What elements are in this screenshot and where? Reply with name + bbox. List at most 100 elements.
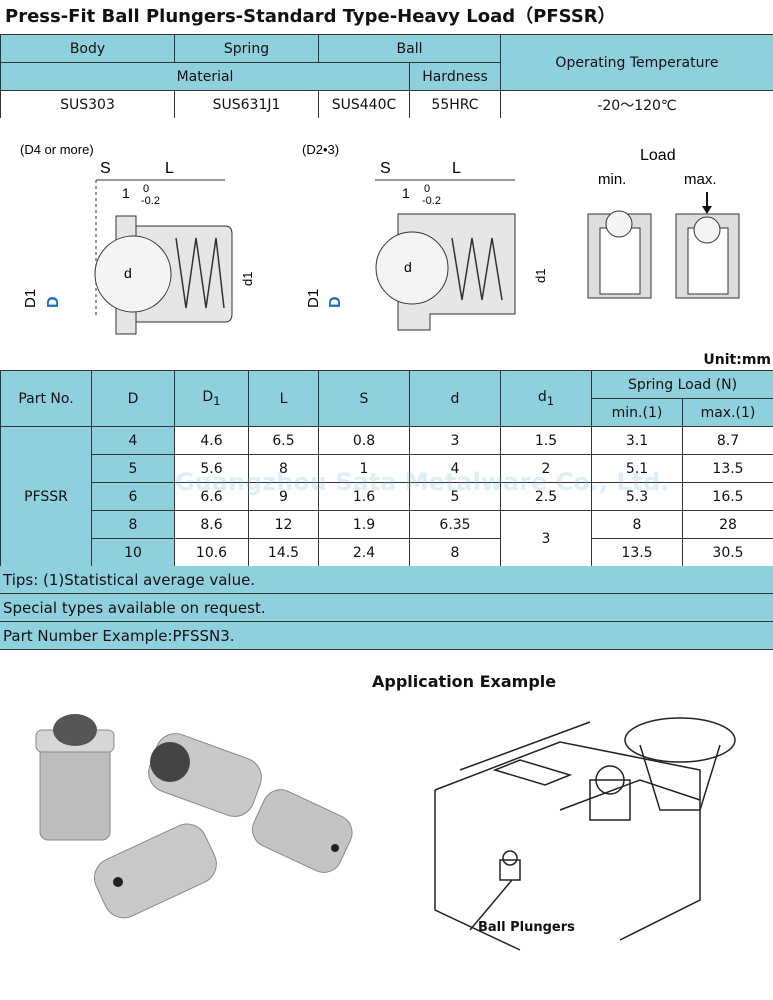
header-hardness: Hardness bbox=[410, 63, 501, 91]
label-S-left: S bbox=[100, 160, 111, 177]
technical-drawing: (D4 or more) S L 1 0 -0.2 d d1 D1 D (D2•… bbox=[0, 118, 773, 370]
cell-d1: 2.5 bbox=[501, 483, 592, 511]
tip-statistical: Tips: (1)Statistical average value. bbox=[0, 566, 773, 594]
label-min: min. bbox=[598, 171, 626, 188]
left-note: (D4 or more) bbox=[20, 142, 94, 157]
cell-D1: 10.6 bbox=[175, 539, 249, 567]
label-max: max. bbox=[684, 171, 717, 188]
dimension-table: Part No. D D1 L S d d1 Spring Load (N) m… bbox=[0, 370, 773, 567]
header-temperature: Operating Temperature bbox=[501, 35, 773, 91]
drawing-svg: (D4 or more) S L 1 0 -0.2 d d1 D1 D (D2•… bbox=[0, 118, 773, 370]
cell-d: 5 bbox=[410, 483, 501, 511]
header-L: L bbox=[249, 371, 319, 427]
label-one-right: 1 bbox=[402, 185, 410, 201]
value-body: SUS303 bbox=[1, 91, 175, 119]
plunger-image-3 bbox=[247, 784, 358, 879]
cell-D: 8 bbox=[92, 511, 175, 539]
label-L-right: L bbox=[452, 160, 461, 177]
application-title: Application Example bbox=[372, 672, 556, 691]
value-spring: SUS631J1 bbox=[175, 91, 319, 119]
cell-max: 8.7 bbox=[683, 427, 773, 455]
label-d1-right: d1 bbox=[533, 269, 548, 283]
cell-d: 4 bbox=[410, 455, 501, 483]
cell-D1: 8.6 bbox=[175, 511, 249, 539]
tol-zero-left: 0 bbox=[143, 183, 149, 195]
label-d-right: d bbox=[404, 259, 412, 275]
cell-S: 1.6 bbox=[319, 483, 410, 511]
cell-D: 6 bbox=[92, 483, 175, 511]
cell-D1: 5.6 bbox=[175, 455, 249, 483]
label-D1-right: D1 bbox=[305, 289, 322, 308]
header-d: d bbox=[410, 371, 501, 427]
cell-D: 4 bbox=[92, 427, 175, 455]
label-L-left: L bbox=[165, 160, 174, 177]
label-d-left: d bbox=[124, 265, 132, 281]
label-S-right: S bbox=[380, 160, 391, 177]
header-d1: d1 bbox=[501, 371, 592, 427]
tol-zero-right: 0 bbox=[424, 183, 430, 195]
cell-L: 14.5 bbox=[249, 539, 319, 567]
tol-neg-right: -0.2 bbox=[422, 195, 441, 207]
cell-min: 8 bbox=[592, 511, 683, 539]
cell-max: 16.5 bbox=[683, 483, 773, 511]
value-temperature: -20～120℃ bbox=[501, 91, 773, 119]
header-spring-load: Spring Load (N) bbox=[592, 371, 773, 399]
cell-d1: 2 bbox=[501, 455, 592, 483]
label-load: Load bbox=[640, 147, 676, 164]
cell-max: 13.5 bbox=[683, 455, 773, 483]
cell-min: 3.1 bbox=[592, 427, 683, 455]
tip-part-number-example: Part Number Example:PFSSN3. bbox=[0, 622, 773, 650]
cell-d1: 1.5 bbox=[501, 427, 592, 455]
plunger-image-2 bbox=[143, 728, 267, 822]
application-drawing bbox=[435, 718, 735, 950]
value-hardness: 55HRC bbox=[410, 91, 501, 119]
cell-D: 10 bbox=[92, 539, 175, 567]
header-body: Body bbox=[1, 35, 175, 63]
cell-D1: 6.6 bbox=[175, 483, 249, 511]
header-max: max.(1) bbox=[683, 399, 773, 427]
label-one-left: 1 bbox=[122, 185, 130, 201]
header-min: min.(1) bbox=[592, 399, 683, 427]
tol-neg-left: -0.2 bbox=[141, 195, 160, 207]
label-D-left: D bbox=[45, 296, 62, 308]
header-spring: Spring bbox=[175, 35, 319, 63]
page-title: Press-Fit Ball Plungers-Standard Type-He… bbox=[0, 0, 773, 34]
cell-d: 3 bbox=[410, 427, 501, 455]
cell-L: 9 bbox=[249, 483, 319, 511]
cell-L: 6.5 bbox=[249, 427, 319, 455]
unit-label: Unit:mm bbox=[703, 352, 771, 368]
cell-max: 28 bbox=[683, 511, 773, 539]
cell-D: 5 bbox=[92, 455, 175, 483]
cell-L: 12 bbox=[249, 511, 319, 539]
cell-min: 5.1 bbox=[592, 455, 683, 483]
label-d1-left: d1 bbox=[240, 272, 255, 286]
label-D1-left: D1 bbox=[22, 289, 39, 308]
header-material: Material bbox=[1, 63, 410, 91]
header-part-no: Part No. bbox=[1, 371, 92, 427]
value-ball: SUS440C bbox=[319, 91, 410, 119]
cell-S: 2.4 bbox=[319, 539, 410, 567]
product-illustration-svg bbox=[0, 650, 773, 996]
header-D: D bbox=[92, 371, 175, 427]
material-spec-table: Body Spring Ball Operating Temperature M… bbox=[0, 34, 773, 119]
label-D-right: D bbox=[327, 296, 344, 308]
plunger-image-1 bbox=[36, 714, 114, 840]
cell-S: 1.9 bbox=[319, 511, 410, 539]
cell-max: 30.5 bbox=[683, 539, 773, 567]
cell-min: 5.3 bbox=[592, 483, 683, 511]
cell-L: 8 bbox=[249, 455, 319, 483]
header-ball: Ball bbox=[319, 35, 501, 63]
ball-plungers-label: Ball Plungers bbox=[478, 920, 575, 935]
cell-S: 1 bbox=[319, 455, 410, 483]
header-S: S bbox=[319, 371, 410, 427]
part-number-cell: PFSSR bbox=[1, 427, 92, 567]
cell-d: 8 bbox=[410, 539, 501, 567]
cell-D1: 4.6 bbox=[175, 427, 249, 455]
tip-special-types: Special types available on request. bbox=[0, 594, 773, 622]
cell-min: 13.5 bbox=[592, 539, 683, 567]
product-and-application-area: Ball Plungers bbox=[0, 650, 773, 996]
cell-d1: 3 bbox=[501, 511, 592, 567]
header-D1: D1 bbox=[175, 371, 249, 427]
cell-d: 6.35 bbox=[410, 511, 501, 539]
cell-S: 0.8 bbox=[319, 427, 410, 455]
